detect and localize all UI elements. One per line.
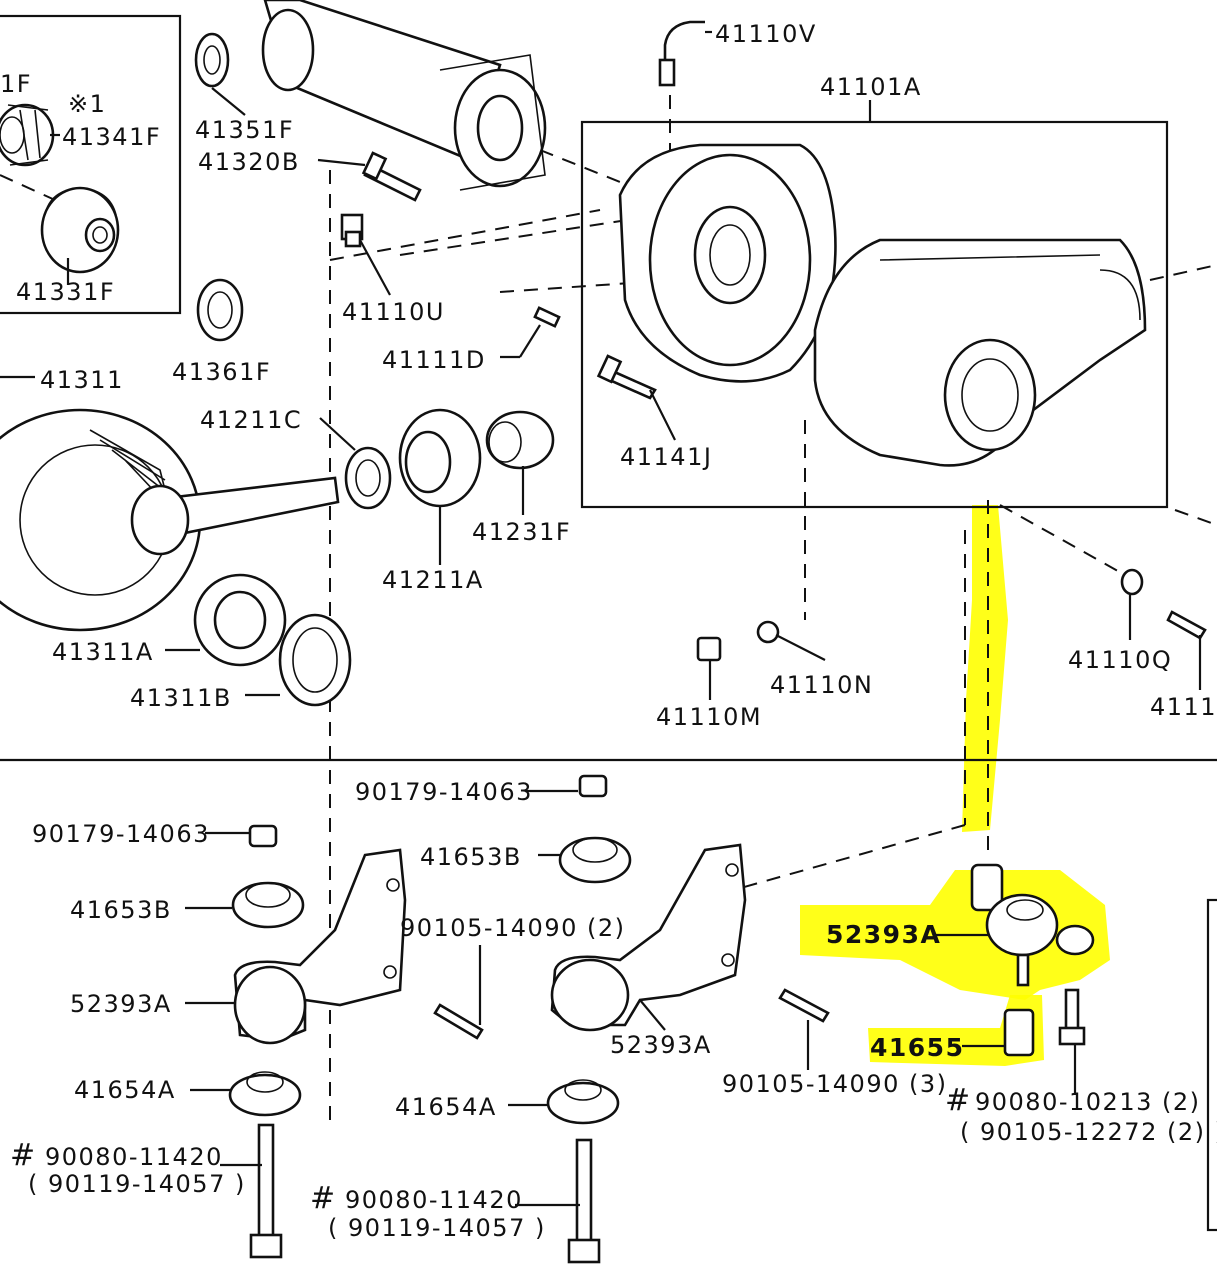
label-1f: 1F	[0, 70, 32, 98]
pinion-shaft-icon	[130, 476, 340, 556]
label-41231f: 41231F	[472, 518, 571, 546]
bolt-4111-icon	[1166, 610, 1207, 640]
label-41653b-left: 41653B	[70, 896, 172, 924]
leader-lines	[0, 30, 1202, 1207]
label-52393a-mid: 52393A	[610, 1031, 712, 1059]
washer-41361f-icon	[196, 278, 244, 342]
label-90080-11420-mid: 90080-11420	[345, 1186, 523, 1214]
label-note-1: ※1	[68, 90, 106, 118]
nut-90179-top-icon	[578, 774, 608, 798]
cushion-41654a-mid-icon	[546, 1079, 620, 1125]
cushion-41653b-left-icon	[231, 881, 305, 929]
label-90119-14057-left: ( 90119-14057 )	[28, 1170, 246, 1198]
label-90105-12272: ( 90105-12272 (2) )	[960, 1118, 1217, 1146]
label-hash-right: #	[945, 1083, 972, 1118]
bracket-52393a-highlight-icon	[970, 863, 1095, 987]
label-41341f: 41341F	[62, 123, 161, 151]
side-gear-inset-icon	[40, 186, 120, 274]
inset-frame-bottom-right	[1206, 898, 1217, 1232]
bracket-52393a-left-icon	[233, 848, 407, 1045]
collar-41655-icon	[1003, 1008, 1035, 1057]
bolt-90080-left-icon	[249, 1123, 283, 1259]
label-41655: 41655	[870, 1033, 964, 1062]
highlight-stroke-vertical	[962, 505, 1008, 832]
carrier-cover-icon	[618, 143, 837, 383]
label-41111d: 41111D	[382, 346, 486, 374]
bearing-race-41231f-icon	[485, 410, 555, 470]
bolt-90105-left-icon	[433, 1003, 484, 1040]
label-41654a-mid: 41654A	[395, 1093, 497, 1121]
label-52393a-highlight: 52393A	[826, 920, 941, 949]
assembly-frame-41101a	[580, 120, 1169, 509]
label-41331f: 41331F	[16, 278, 115, 306]
bolt-90080-mid-icon	[567, 1138, 601, 1264]
bolt-90080-right-icon	[1058, 988, 1086, 1046]
bolt-90105-mid-icon	[778, 988, 830, 1023]
bolt-41320b-icon	[361, 151, 422, 202]
seal-41311b-icon	[278, 613, 352, 707]
bracket-52393a-mid-icon	[550, 843, 747, 1032]
label-41361f: 41361F	[172, 358, 271, 386]
pin-41111d-icon	[533, 306, 561, 328]
label-90119-14057-mid: ( 90119-14057 )	[328, 1214, 546, 1242]
label-41110m: 41110M	[656, 703, 762, 731]
label-90179-14063-top: 90179-14063	[355, 778, 533, 806]
label-90080-10213: 90080-10213 (2)	[975, 1088, 1200, 1116]
label-hash-left: #	[10, 1138, 37, 1173]
label-41311: 41311	[40, 366, 124, 394]
label-41110v: 41110V	[715, 20, 817, 48]
axle-tube-icon	[261, 0, 547, 191]
cushion-41654a-left-icon	[228, 1071, 302, 1117]
label-41211a: 41211A	[382, 566, 484, 594]
label-41311a: 41311A	[52, 638, 154, 666]
plug-41110u-icon	[340, 213, 364, 248]
label-41351f: 41351F	[195, 116, 294, 144]
breather-41110v-icon	[658, 20, 705, 87]
bolt-41141j-icon	[596, 354, 657, 400]
washer-41110n-icon	[756, 620, 780, 644]
label-41110u: 41110U	[342, 298, 445, 326]
bearing-41311a-icon	[193, 573, 287, 667]
bearing-41211a-icon	[398, 408, 482, 508]
spacer-41211c-icon	[344, 446, 392, 510]
carrier-housing-icon	[813, 238, 1147, 467]
label-41211c: 41211C	[200, 406, 302, 434]
highlight-blob-41655	[868, 995, 1044, 1066]
washer-41110q-icon	[1120, 568, 1144, 596]
pinion-gear-inset-icon	[0, 103, 55, 167]
label-hash-mid: #	[310, 1181, 337, 1216]
label-41101a: 41101A	[820, 73, 922, 101]
highlight-marks	[800, 505, 1110, 1066]
label-41653b-mid: 41653B	[420, 843, 522, 871]
cushion-41653b-mid-icon	[558, 836, 632, 884]
bolt-41110m-icon	[696, 636, 722, 662]
part-labels: 1F ※1 41341F 41331F 41351F 41320B 41110V…	[0, 20, 1217, 1242]
label-90080-11420-left: 90080-11420	[45, 1143, 223, 1171]
label-41654a-left: 41654A	[74, 1076, 176, 1104]
label-90179-14063-left: 90179-14063	[32, 820, 210, 848]
label-41110q: 41110Q	[1068, 646, 1172, 674]
label-41311b: 41311B	[130, 684, 232, 712]
label-41320b: 41320B	[198, 148, 300, 176]
label-41110n: 41110N	[770, 671, 873, 699]
nut-90179-left-icon	[248, 824, 278, 848]
label-90105-14090-2: 90105-14090 (2)	[400, 914, 625, 942]
oil-seal-41351f-icon	[194, 32, 230, 88]
label-4111: 4111	[1150, 693, 1217, 721]
inset-frame-top-left	[0, 14, 182, 315]
label-41141j: 41141J	[620, 443, 712, 471]
label-90105-14090-3: 90105-14090 (3)	[722, 1070, 947, 1098]
label-52393a-left: 52393A	[70, 990, 172, 1018]
